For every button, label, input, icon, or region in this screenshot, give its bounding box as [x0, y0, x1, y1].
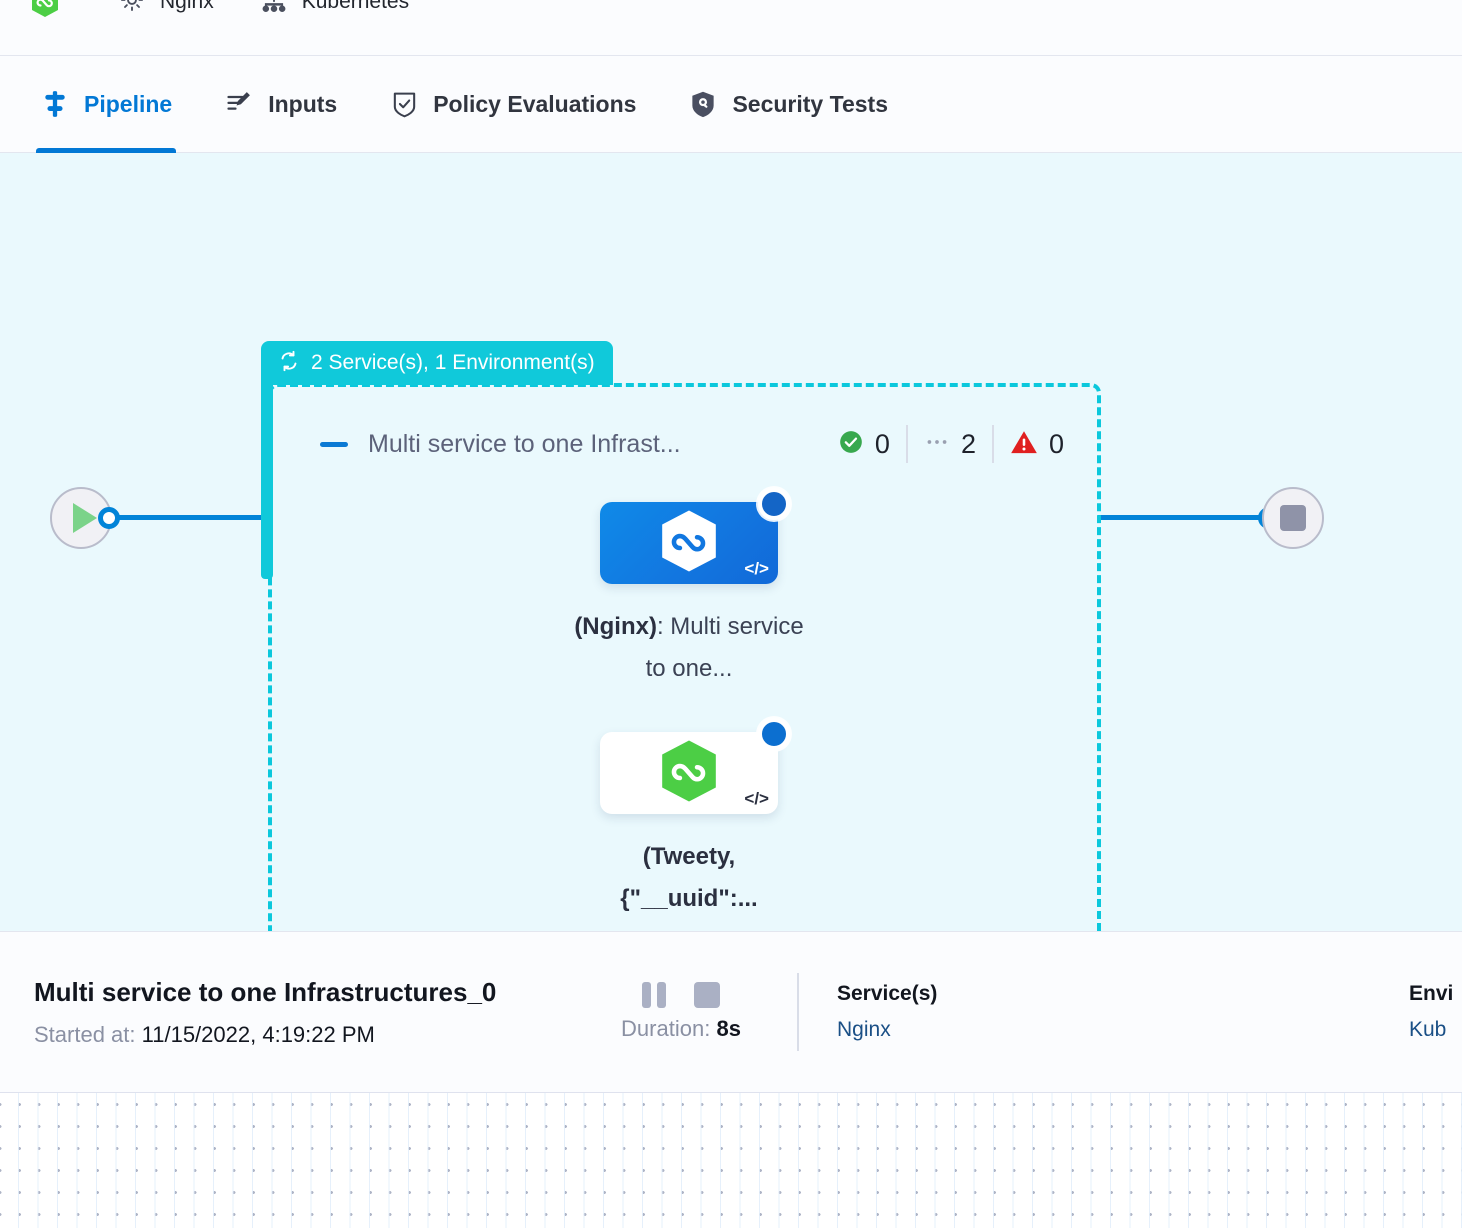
execution-title: Multi service to one Infrastructures_0	[34, 976, 497, 1007]
service-node-card[interactable]: </>	[600, 488, 790, 584]
duration-label: Duration:	[621, 1016, 711, 1041]
code-brackets-icon: </>	[744, 789, 769, 808]
edge-start-to-group	[115, 515, 270, 520]
execution-info-bar: Multi service to one Infrastructures_0 S…	[0, 931, 1462, 1093]
stat-success-value: 0	[874, 428, 890, 459]
harness-hexagon-green-icon	[658, 738, 720, 809]
duration-value: 8s	[716, 1016, 741, 1041]
pipeline-start-node[interactable]	[50, 487, 112, 549]
execution-summary: Multi service to one Infrastructures_0 S…	[0, 977, 565, 1048]
security-shield-icon	[688, 89, 718, 119]
tab-security-tests-label: Security Tests	[732, 90, 888, 117]
breadcrumb-label-nginx: Nginx	[160, 0, 214, 13]
stop-icon[interactable]	[694, 982, 720, 1008]
breadcrumb: Nginx Kubernetes	[0, 0, 1462, 56]
running-spinner-icon	[758, 488, 790, 520]
stage-stats: 0 2	[822, 425, 1080, 463]
services-column: Service(s) Nginx	[837, 982, 957, 1042]
breadcrumb-label-kubernetes: Kubernetes	[301, 0, 410, 13]
collapse-dash-icon[interactable]	[320, 441, 348, 447]
group-badge[interactable]: 2 Service(s), 1 Environment(s)	[261, 341, 613, 385]
started-value: 11/15/2022, 4:19:22 PM	[141, 1021, 375, 1047]
pause-icon[interactable]	[642, 982, 666, 1008]
breadcrumb-item-kubernetes[interactable]: Kubernetes	[260, 0, 409, 14]
harness-hexagon-white-icon	[658, 508, 720, 579]
stat-success: 0	[822, 425, 906, 463]
tab-inputs[interactable]: Inputs	[220, 56, 341, 153]
service-node-label-rest: : Multi service to one...	[645, 613, 804, 682]
pipeline-canvas[interactable]: 2 Service(s), 1 Environment(s) Multi ser…	[0, 153, 1462, 931]
services-heading: Service(s)	[837, 982, 938, 1005]
service-node-tweety[interactable]: </> (Tweety, {"__uuid":...	[600, 718, 804, 920]
divider	[797, 973, 799, 1051]
service-node-nginx[interactable]: </> (Nginx): Multi service to one...	[574, 488, 804, 690]
harness-hexagon-logo-icon	[30, 0, 60, 18]
tab-security-tests[interactable]: Security Tests	[684, 56, 892, 153]
pipeline-end-node[interactable]	[1262, 487, 1324, 549]
stage-title: Multi service to one Infrast...	[368, 429, 681, 458]
play-icon	[73, 503, 97, 533]
service-node-label-bold: (Nginx)	[574, 613, 657, 640]
stat-failed-value: 0	[1048, 428, 1064, 459]
tab-bar: Pipeline Inputs Policy Evaluations	[0, 56, 1462, 153]
stat-running-value: 2	[960, 428, 976, 459]
tab-policy-evaluations-label: Policy Evaluations	[433, 90, 637, 117]
warning-triangle-icon	[1010, 429, 1038, 460]
execution-controls: Duration: 8s	[565, 982, 797, 1042]
environments-value[interactable]: Kub	[1409, 1018, 1447, 1041]
playback-controls	[642, 982, 720, 1008]
tab-pipeline-label: Pipeline	[84, 90, 173, 117]
group-badge-label: 2 Service(s), 1 Environment(s)	[311, 351, 595, 374]
service-node-label: (Tweety, {"__uuid":...	[574, 836, 804, 920]
tab-policy-evaluations[interactable]: Policy Evaluations	[385, 56, 640, 153]
service-node-card[interactable]: </>	[600, 718, 790, 814]
stat-running: 2	[905, 425, 992, 463]
execution-duration: Duration: 8s	[621, 1016, 741, 1042]
code-brackets-icon: </>	[744, 559, 769, 578]
background-dot-grid	[0, 1093, 1462, 1228]
kubernetes-icon	[260, 0, 290, 18]
environments-column: Envi Kub	[1409, 982, 1462, 1042]
service-node-label-bold: (Tweety, {"__uuid":...	[620, 843, 758, 912]
tab-inputs-label: Inputs	[268, 90, 338, 117]
services-value[interactable]: Nginx	[837, 1018, 891, 1041]
stage-header: Multi service to one Infrast... 0	[320, 421, 1080, 467]
stop-icon	[1280, 505, 1306, 531]
loop-repeat-icon	[277, 349, 301, 378]
pipeline-icon	[40, 89, 70, 119]
environments-heading: Envi	[1409, 982, 1454, 1005]
stat-failed: 0	[991, 425, 1080, 463]
inputs-icon	[224, 89, 254, 119]
stage-group-box[interactable]	[268, 383, 1101, 931]
gear-icon	[118, 0, 148, 18]
service-node-label: (Nginx): Multi service to one...	[574, 606, 804, 690]
tab-pipeline[interactable]: Pipeline	[36, 56, 177, 153]
policy-shield-check-icon	[389, 89, 419, 119]
started-label: Started at:	[34, 1021, 136, 1047]
dots-icon	[924, 429, 950, 460]
group-badge-stem	[261, 381, 273, 579]
edge-group-to-end	[1098, 515, 1273, 520]
running-spinner-icon	[758, 718, 790, 750]
execution-started: Started at: 11/15/2022, 4:19:22 PM	[34, 1022, 565, 1048]
check-circle-icon	[838, 429, 864, 460]
breadcrumb-item-nginx[interactable]: Nginx	[118, 0, 214, 14]
breadcrumb-item-logo[interactable]	[30, 0, 72, 17]
